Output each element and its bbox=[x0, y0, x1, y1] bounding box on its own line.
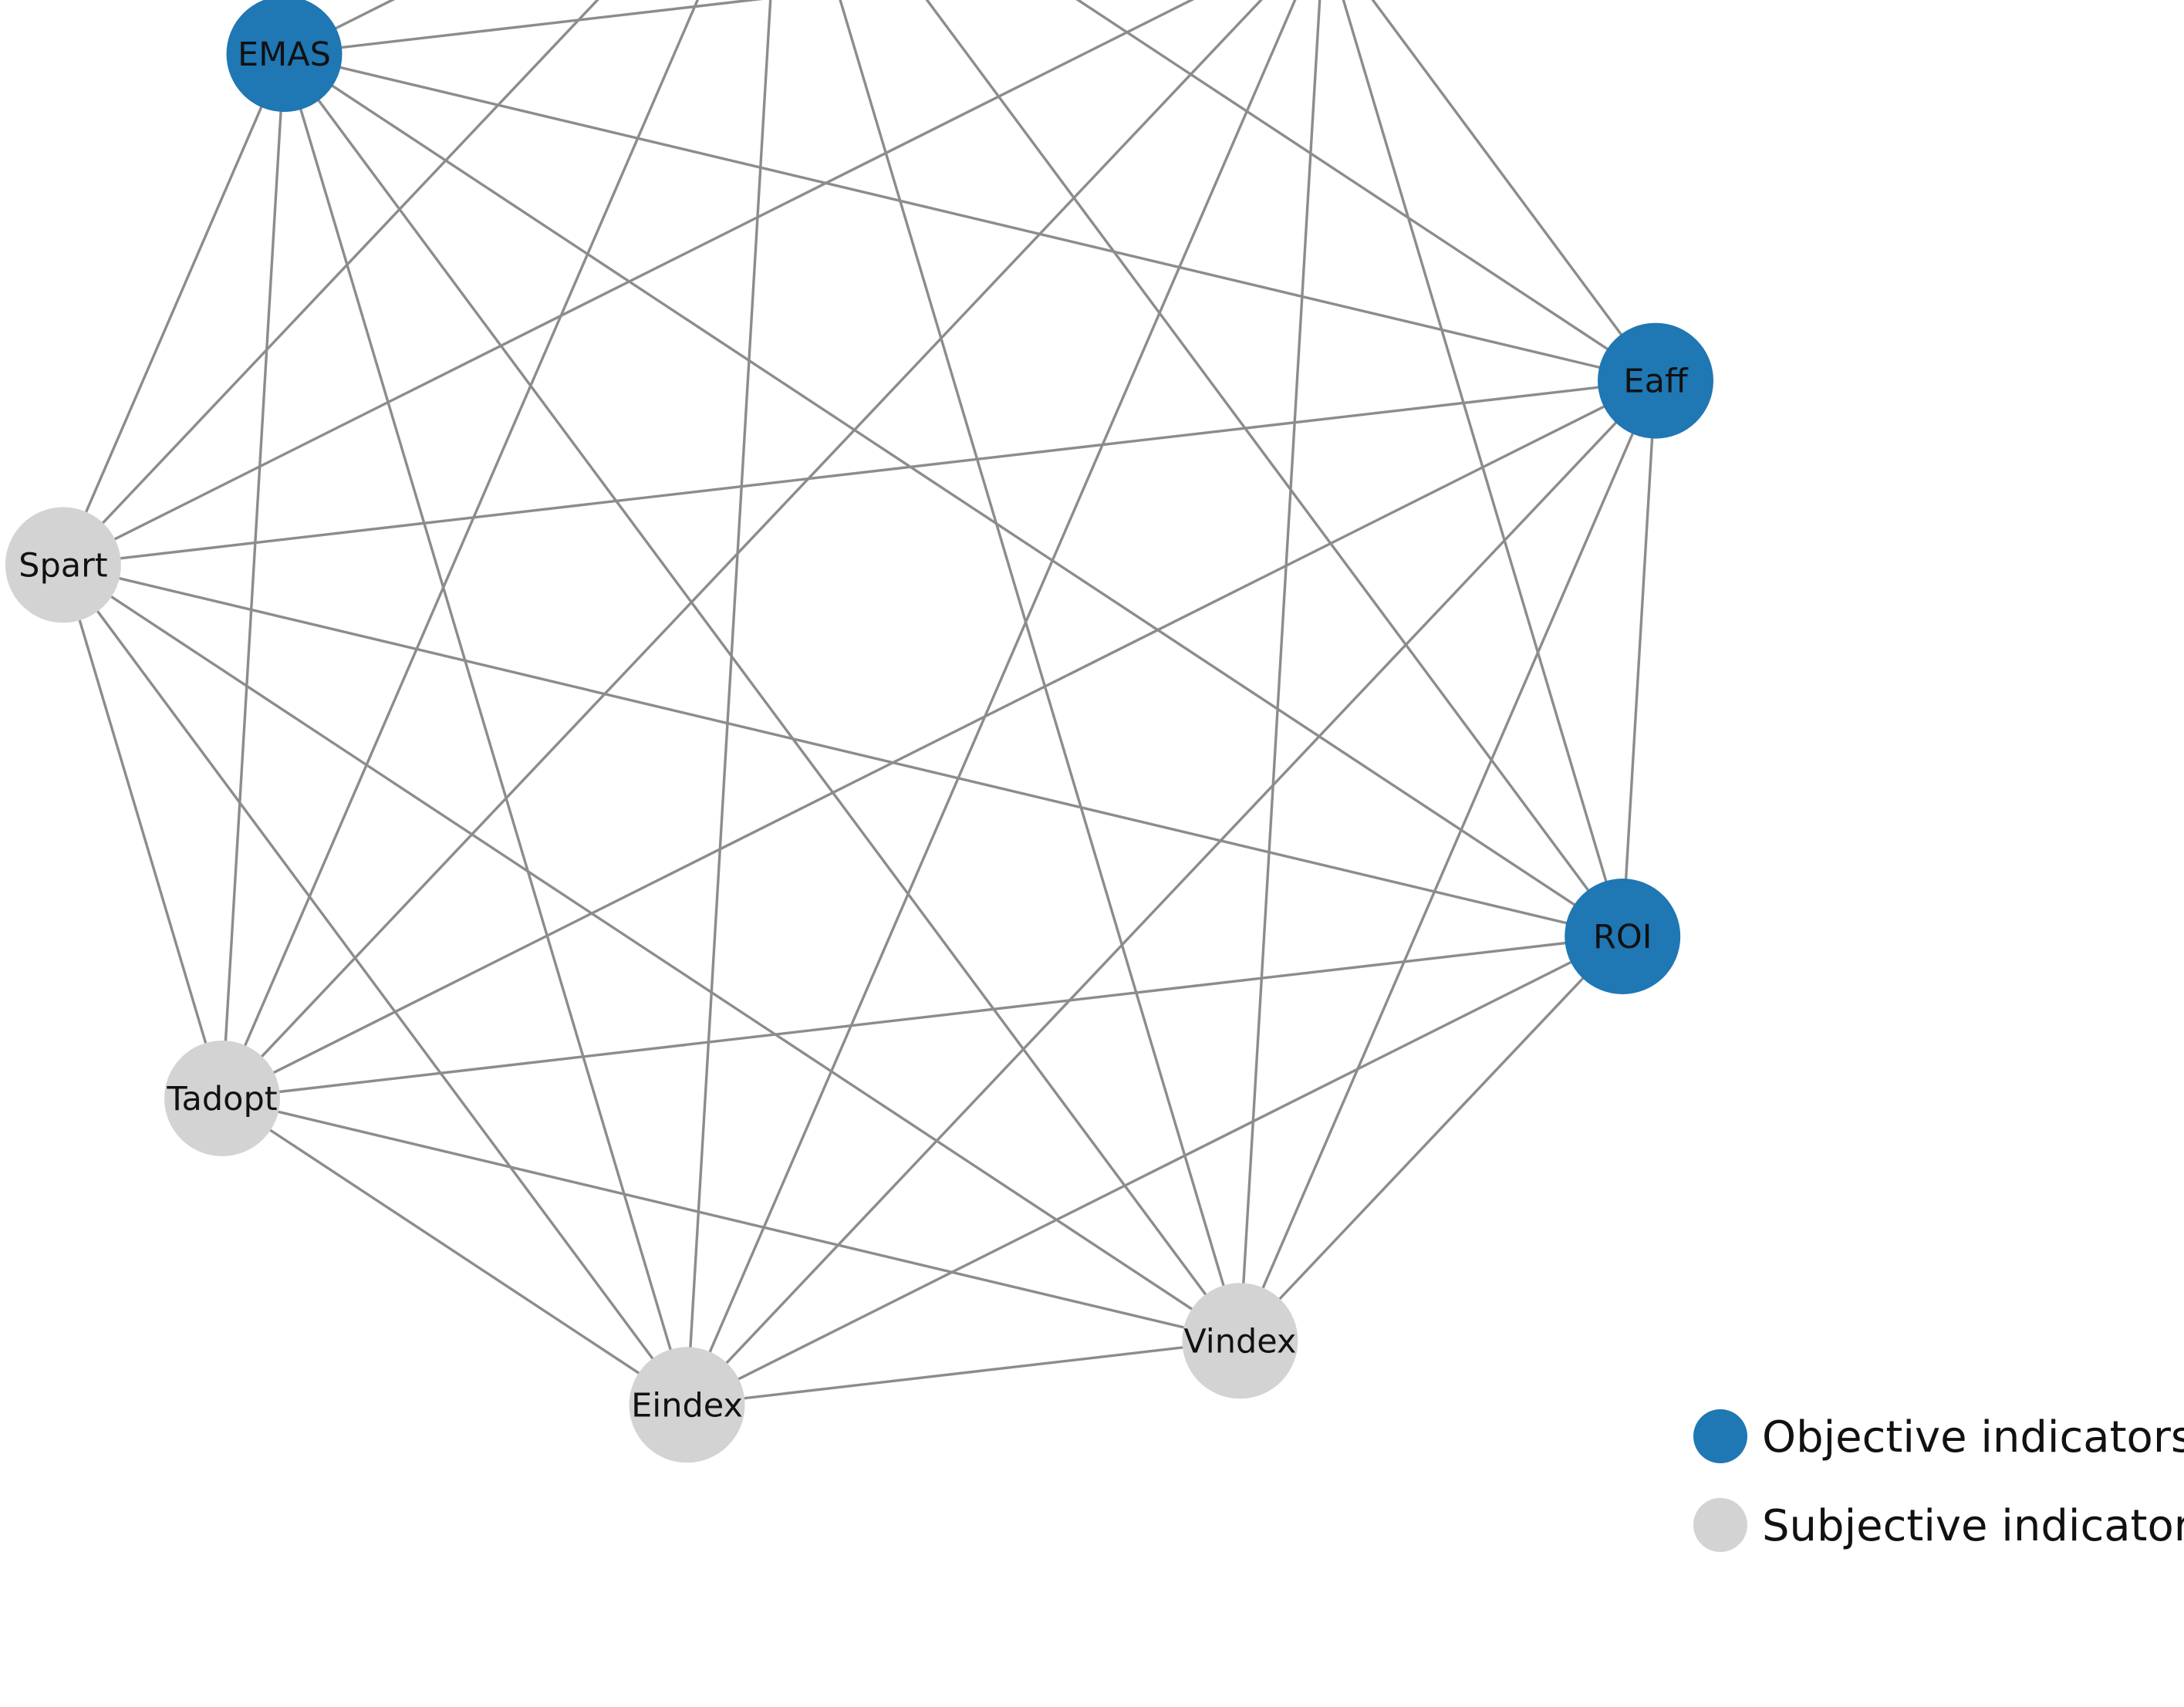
edge-vindex-spart bbox=[62, 563, 1241, 1342]
node-circle-spart bbox=[5, 507, 121, 623]
node-label-emas: EMAS bbox=[238, 35, 331, 74]
edge-eco2-spart bbox=[62, 0, 1195, 566]
edge-roi-tadopt bbox=[221, 935, 1623, 1100]
edge-vindex-tadopt bbox=[221, 1097, 1241, 1342]
edge-eaff-eprod bbox=[1075, 0, 1656, 383]
node-label-spart: Spart bbox=[19, 546, 107, 585]
node-eaff: Eaff bbox=[1598, 322, 1713, 439]
edge-spart-emas bbox=[62, 53, 286, 566]
edge-roi-emas bbox=[283, 52, 1624, 938]
edge-vindex-eindex bbox=[687, 1339, 1241, 1406]
node-emas: EMAS bbox=[226, 0, 343, 113]
edge-eaff-emas bbox=[284, 52, 1656, 383]
node-eindex: Eindex bbox=[629, 1347, 745, 1463]
edge-eaff-eindex bbox=[686, 380, 1657, 1406]
edge-eindex-spart bbox=[62, 564, 688, 1406]
legend-subjective-label: Subjective indicators bbox=[1762, 1501, 2184, 1551]
edge-roi-eindex bbox=[686, 935, 1623, 1406]
edge-eaff-tadopt bbox=[221, 380, 1656, 1100]
edge-tadopt-eprod bbox=[221, 0, 700, 1099]
node-roi: ROI bbox=[1565, 879, 1681, 994]
edge-eindex-emas bbox=[282, 53, 689, 1405]
legend-objective-marker bbox=[1693, 1409, 1747, 1463]
node-circle-roi bbox=[1565, 879, 1681, 994]
node-spart: Spart bbox=[5, 507, 121, 623]
legend-objective-label: Objective indicators bbox=[1762, 1412, 2184, 1462]
node-label-eindex: Eindex bbox=[631, 1386, 743, 1425]
edge-tadopt-emas bbox=[221, 53, 286, 1099]
node-circle-tadopt bbox=[164, 1041, 280, 1156]
edge-eaff-roi bbox=[1621, 380, 1657, 937]
edge-roi-vindex bbox=[1239, 935, 1624, 1342]
edges-group bbox=[62, 0, 1657, 1406]
legend: Objective indicators Subjective indicato… bbox=[1693, 1409, 2184, 1552]
edge-eco2-roi bbox=[1342, 0, 1624, 937]
edge-eco2-eindex bbox=[685, 0, 1297, 1405]
edge-eaff-spart bbox=[62, 379, 1656, 567]
edge-spart-eprod bbox=[62, 0, 599, 566]
node-label-roi: ROI bbox=[1593, 918, 1652, 956]
edge-roi-spart bbox=[62, 563, 1623, 938]
edge-roi-eprod bbox=[925, 0, 1624, 938]
edge-emas-eprod bbox=[283, 0, 396, 56]
legend-subjective-marker bbox=[1693, 1498, 1747, 1552]
edge-eindex-eprod bbox=[685, 0, 772, 1405]
node-tadopt: Tadopt bbox=[164, 1041, 280, 1156]
node-circle-eaff bbox=[1598, 322, 1713, 439]
node-circle-vindex bbox=[1182, 1283, 1298, 1399]
edge-eco2-eaff bbox=[1371, 0, 1657, 382]
node-circle-eindex bbox=[629, 1347, 745, 1463]
edge-tadopt-spart bbox=[62, 564, 224, 1099]
node-circle-emas bbox=[226, 0, 343, 113]
edge-eco2-emas bbox=[284, 0, 764, 56]
node-vindex: Vindex bbox=[1182, 1283, 1298, 1399]
node-label-vindex: Vindex bbox=[1183, 1322, 1296, 1361]
edge-vindex-emas bbox=[283, 53, 1241, 1342]
edge-eindex-tadopt bbox=[221, 1097, 688, 1406]
edge-eaff-vindex bbox=[1238, 380, 1657, 1341]
edge-eco2-vindex bbox=[1238, 0, 1322, 1341]
edge-vindex-eprod bbox=[839, 0, 1242, 1341]
node-label-tadopt: Tadopt bbox=[166, 1080, 277, 1118]
edge-eco2-tadopt bbox=[221, 0, 1263, 1100]
nodes-group: ECO₂EaffROIVindexEindexTadoptSpartEMASEp… bbox=[5, 0, 1713, 1463]
node-label-eaff: Eaff bbox=[1623, 363, 1689, 401]
